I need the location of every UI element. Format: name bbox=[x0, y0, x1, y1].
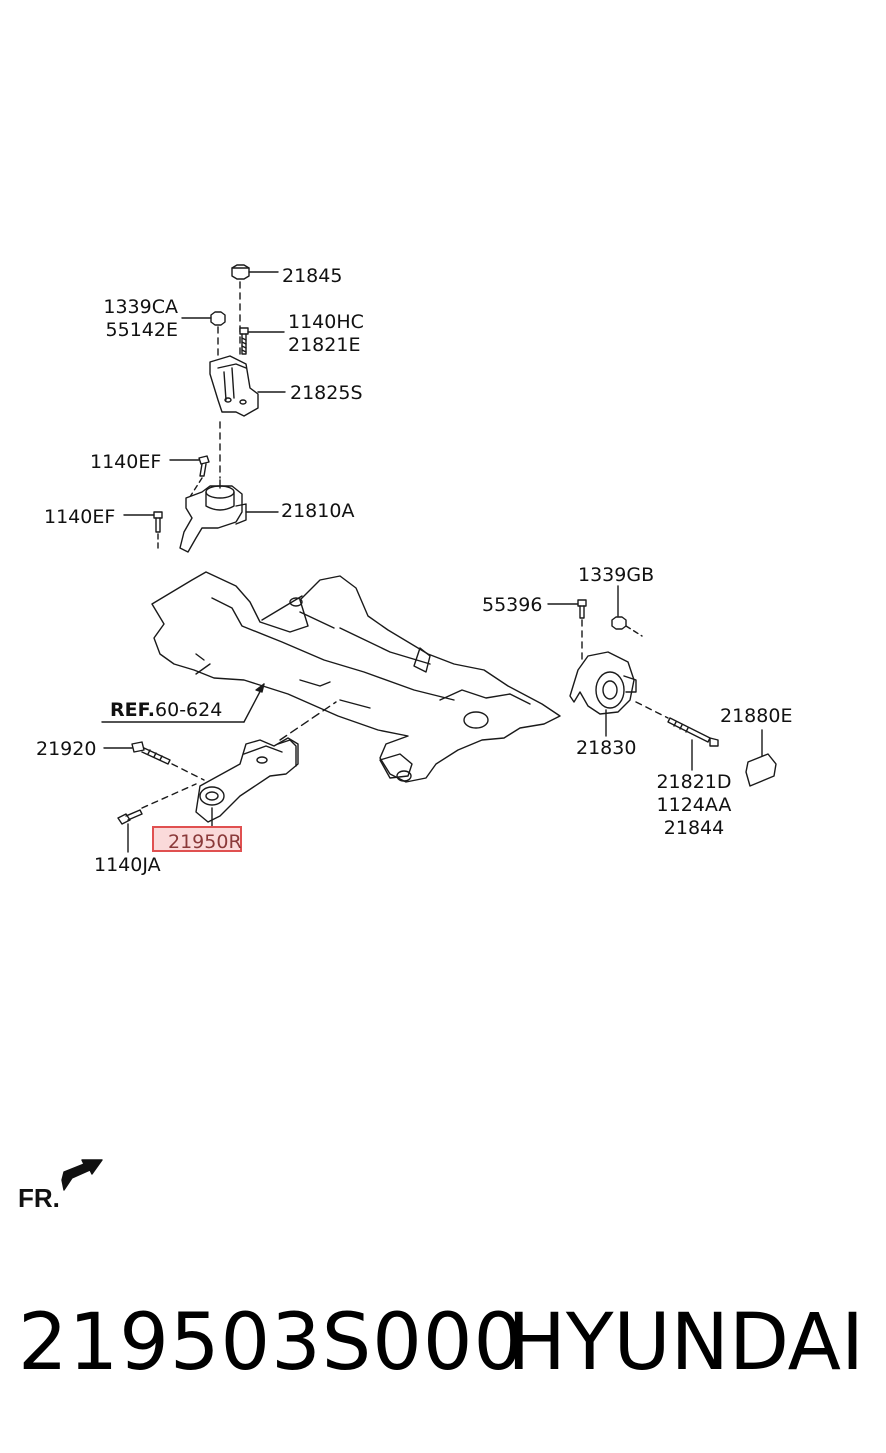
callout-1140ef-lower: 1140EF bbox=[44, 506, 116, 528]
bracket-21825s-part bbox=[209, 355, 286, 479]
callout-55142e: 55142E bbox=[105, 319, 178, 341]
cover-21880e-part bbox=[745, 729, 777, 787]
callout-1140ja: 1140JA bbox=[94, 854, 161, 876]
callout-1339ca: 1339CA bbox=[103, 296, 178, 318]
callout-1140hc: 1140HC bbox=[288, 311, 364, 333]
callout-21920: 21920 bbox=[36, 738, 97, 760]
highlight-box[interactable] bbox=[152, 826, 242, 852]
callout-1140hc-21821e: 1140HC 21821E bbox=[288, 311, 364, 357]
callout-1124aa: 1124AA bbox=[656, 794, 732, 816]
callout-21821d-group: 21821D 1124AA 21844 bbox=[646, 771, 742, 840]
nut-21845-part bbox=[231, 264, 279, 357]
brand-name: HYUNDAI bbox=[507, 1298, 864, 1388]
callout-55396: 55396 bbox=[482, 594, 543, 616]
callout-21825s: 21825S bbox=[290, 382, 363, 404]
callout-21950r[interactable]: 21950R bbox=[168, 831, 242, 853]
callout-21810a: 21810A bbox=[281, 500, 355, 522]
bolt-1140ef-lower-part bbox=[123, 511, 163, 551]
ref-leader-line bbox=[101, 683, 265, 723]
bolt-55396-part bbox=[547, 599, 587, 661]
nut-1339gb-part bbox=[611, 585, 643, 637]
bolt-21920-part bbox=[103, 741, 205, 781]
roll-rod-21950r-part bbox=[195, 701, 337, 827]
part-number: 219503S000 bbox=[18, 1298, 525, 1388]
ref-number: 60-624 bbox=[155, 699, 223, 721]
mount-21810a-part bbox=[179, 479, 279, 553]
nut-1339ca-part bbox=[181, 311, 226, 361]
front-marker-label: FR. bbox=[18, 1183, 60, 1213]
callout-21845: 21845 bbox=[282, 265, 343, 287]
bolt-1140ja-part bbox=[117, 783, 197, 853]
subframe-part bbox=[151, 571, 561, 783]
ref-prefix: REF. bbox=[110, 699, 156, 721]
callout-1339ca-55142e: 1339CA 55142E bbox=[96, 296, 178, 342]
bolt-1140ef-upper-part bbox=[169, 455, 210, 501]
bolt-1140hc-part bbox=[239, 327, 285, 355]
callout-21880e: 21880E bbox=[720, 705, 793, 727]
callout-ref-60-624: REF.60-624 bbox=[110, 699, 222, 722]
mount-21830-part bbox=[569, 651, 637, 737]
bolt-21821d-part bbox=[635, 701, 719, 771]
callout-21830: 21830 bbox=[576, 737, 637, 759]
callout-21821d: 21821D bbox=[656, 771, 732, 793]
callout-21821e: 21821E bbox=[288, 334, 361, 356]
callout-21844: 21844 bbox=[663, 817, 725, 839]
callout-1339gb: 1339GB bbox=[578, 564, 655, 586]
front-arrow-icon bbox=[61, 1159, 103, 1191]
callout-1140ef-upper: 1140EF bbox=[90, 451, 162, 473]
